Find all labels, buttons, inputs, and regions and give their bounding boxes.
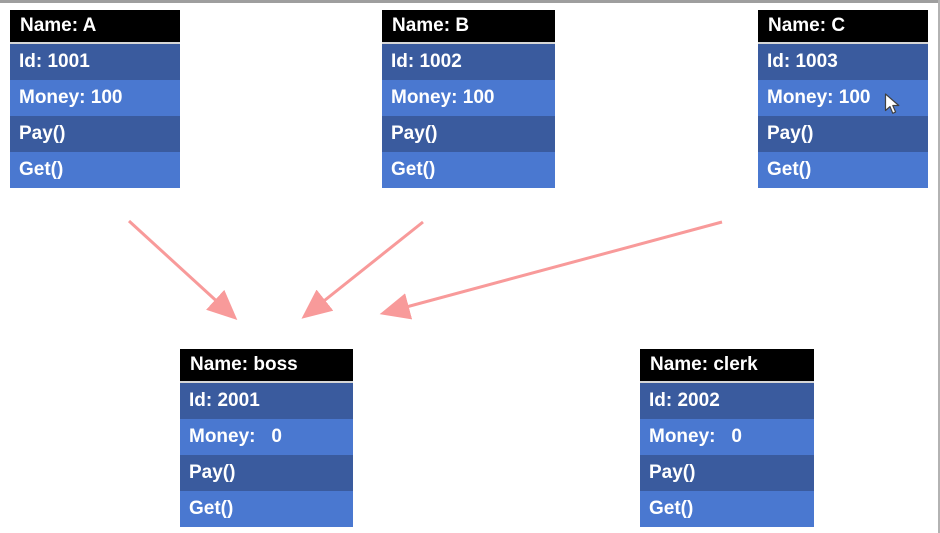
- object-method-pay: Pay(): [640, 455, 814, 491]
- arrow-B-to-boss: [301, 220, 424, 319]
- object-field-id: Id: 2001: [180, 383, 353, 419]
- object-title: Name: C: [758, 10, 928, 44]
- arrow-C-to-boss: [379, 220, 723, 320]
- object-title: Name: B: [382, 10, 555, 44]
- object-method-pay: Pay(): [10, 116, 180, 152]
- object-method-pay: Pay(): [382, 116, 555, 152]
- object-method-pay: Pay(): [758, 116, 928, 152]
- object-box-boss[interactable]: Name: boss Id: 2001 Money: 0 Pay() Get(): [180, 349, 353, 527]
- object-title: Name: boss: [180, 349, 353, 383]
- object-method-get: Get(): [758, 152, 928, 188]
- object-field-id: Id: 1003: [758, 44, 928, 80]
- object-method-get: Get(): [180, 491, 353, 527]
- object-title: Name: clerk: [640, 349, 814, 383]
- object-box-C[interactable]: Name: C Id: 1003 Money: 100 Pay() Get(): [758, 10, 928, 188]
- object-method-get: Get(): [640, 491, 814, 527]
- window-right-edge: [938, 0, 940, 533]
- object-box-clerk[interactable]: Name: clerk Id: 2002 Money: 0 Pay() Get(…: [640, 349, 814, 527]
- object-field-money: Money: 0: [180, 419, 353, 455]
- object-box-A[interactable]: Name: A Id: 1001 Money: 100 Pay() Get(): [10, 10, 180, 188]
- object-field-money: Money: 100: [758, 80, 928, 116]
- object-field-money: Money: 100: [382, 80, 555, 116]
- window-top-edge: [0, 0, 940, 3]
- object-title: Name: A: [10, 10, 180, 44]
- object-field-id: Id: 2002: [640, 383, 814, 419]
- object-field-money: Money: 0: [640, 419, 814, 455]
- object-method-get: Get(): [382, 152, 555, 188]
- object-method-pay: Pay(): [180, 455, 353, 491]
- arrow-A-to-boss: [127, 219, 238, 321]
- object-box-B[interactable]: Name: B Id: 1002 Money: 100 Pay() Get(): [382, 10, 555, 188]
- object-field-money: Money: 100: [10, 80, 180, 116]
- object-field-id: Id: 1002: [382, 44, 555, 80]
- object-field-id: Id: 1001: [10, 44, 180, 80]
- object-method-get: Get(): [10, 152, 180, 188]
